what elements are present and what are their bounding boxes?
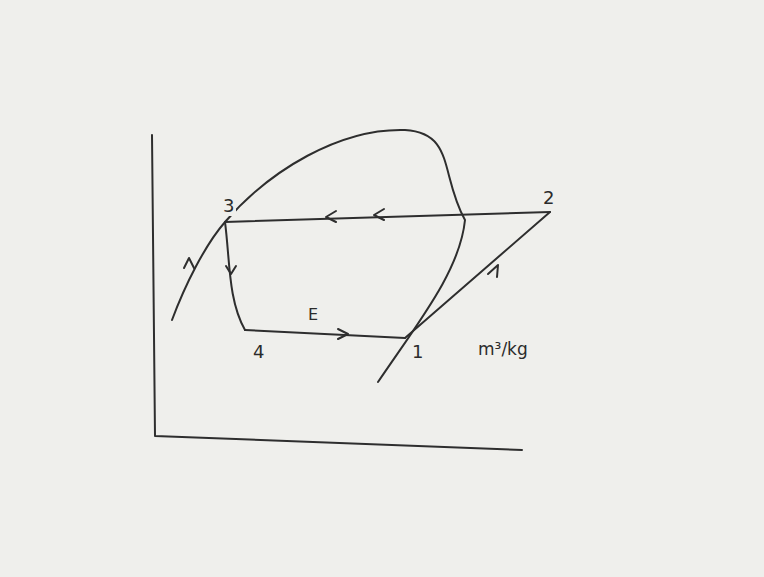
arrow-head	[338, 329, 348, 339]
arrow-head	[184, 258, 194, 268]
compression-line	[405, 212, 550, 338]
arrow-head	[226, 266, 236, 274]
axes	[152, 135, 522, 450]
condensation-line	[225, 212, 550, 222]
component-label: E	[306, 306, 320, 324]
saturation-dome	[172, 130, 465, 382]
state-point-number: 1	[410, 342, 425, 362]
arrow-head	[488, 265, 498, 277]
arrow-head	[326, 211, 336, 222]
unit-label: m³/kg	[476, 340, 530, 359]
state-point-number: 4	[251, 342, 266, 362]
state-point-number: 2	[541, 188, 556, 208]
expansion-line	[225, 222, 245, 330]
arrow-head	[374, 209, 384, 220]
state-point-number: 3	[221, 196, 236, 216]
evaporation-line	[245, 330, 405, 338]
